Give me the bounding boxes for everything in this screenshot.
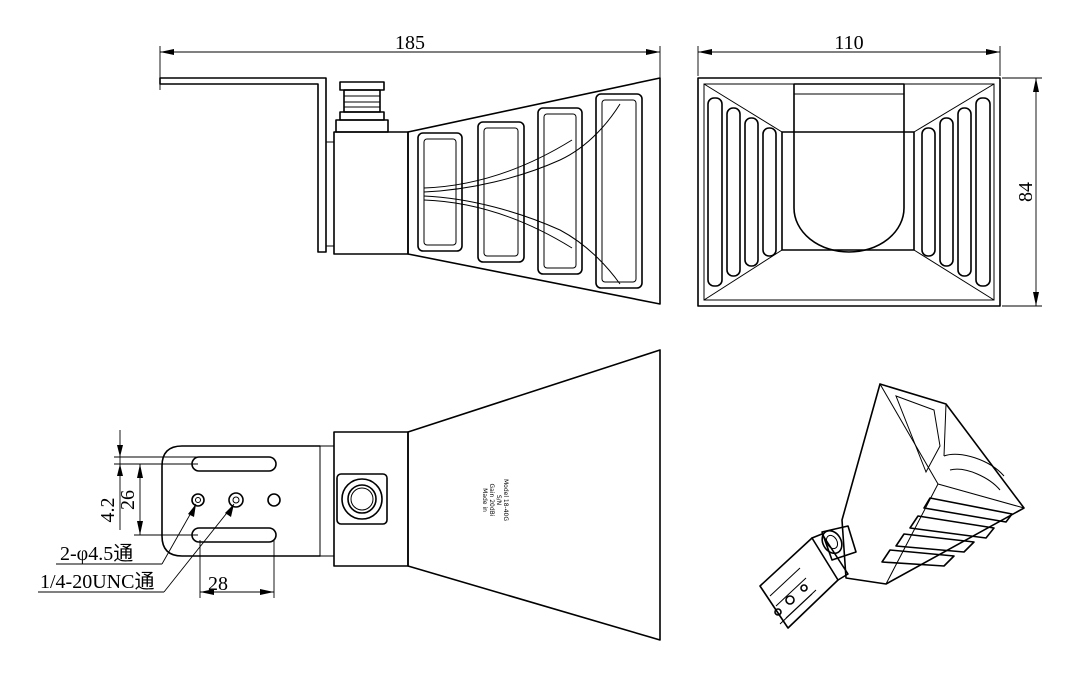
bracket-plate — [161, 445, 321, 557]
iso-connector — [821, 525, 857, 561]
dimension-slot-offset: 4.2 — [97, 430, 198, 530]
top-view: Model 18-40G S/N Gain 20dBi Made in 4.2 … — [38, 349, 661, 641]
aperture-outer — [697, 77, 1001, 307]
dimension-width-label: 110 — [834, 32, 863, 54]
nameplate: Model 18-40G S/N Gain 20dBi Made in — [481, 479, 509, 521]
connector-top — [336, 473, 388, 525]
nameplate-line2: S/N — [495, 495, 502, 505]
through-hole-left — [191, 493, 205, 507]
dimension-length: 185 — [159, 32, 661, 90]
horn-outline — [407, 77, 661, 305]
isometric-view — [759, 383, 1025, 629]
connector — [335, 81, 389, 133]
side-view: 185 — [159, 32, 661, 305]
callout-through-holes: 2-φ4.5通 — [56, 503, 197, 565]
nameplate-line1: Model 18-40G — [502, 479, 509, 521]
callout-threaded-hole-label: 1/4-20UNC通 — [40, 570, 154, 593]
dimension-slot-spacing: 26 — [117, 464, 198, 536]
through-hole-right — [267, 493, 281, 507]
callout-through-holes-label: 2-φ4.5通 — [60, 542, 133, 565]
waveguide-body-top — [333, 431, 409, 567]
ridge-curves — [423, 103, 621, 285]
threaded-hole — [228, 492, 244, 508]
waveguide-body — [333, 131, 409, 255]
flare-lines — [703, 83, 995, 301]
front-right-slots — [921, 97, 991, 287]
front-left-slots — [707, 97, 777, 287]
horn-top-outline — [407, 349, 661, 641]
bracket-slot-upper — [191, 456, 277, 472]
nameplate-line4: Made in — [481, 488, 488, 512]
dimension-slot-offset-label: 4.2 — [97, 498, 119, 523]
dimension-width: 110 — [697, 32, 1001, 76]
bracket-slot-lower — [191, 527, 277, 543]
iso-horn-slots — [881, 497, 1013, 567]
mounting-bracket — [159, 77, 327, 253]
throat — [781, 131, 915, 251]
iso-bracket — [759, 537, 839, 629]
dimension-slot-spacing-label: 26 — [117, 490, 139, 510]
dimension-length-label: 185 — [395, 32, 425, 54]
dimension-height-label: 84 — [1015, 182, 1037, 202]
dimension-hole-spacing: 28 — [199, 540, 275, 598]
dimension-hole-spacing-label: 28 — [208, 573, 228, 595]
ridge-profile — [793, 83, 905, 253]
callout-threaded-hole: 1/4-20UNC通 — [38, 503, 235, 593]
nameplate-line3: Gain 20dBi — [488, 484, 495, 517]
dimension-height: 84 — [1002, 77, 1042, 307]
front-view: 110 84 — [697, 32, 1042, 307]
